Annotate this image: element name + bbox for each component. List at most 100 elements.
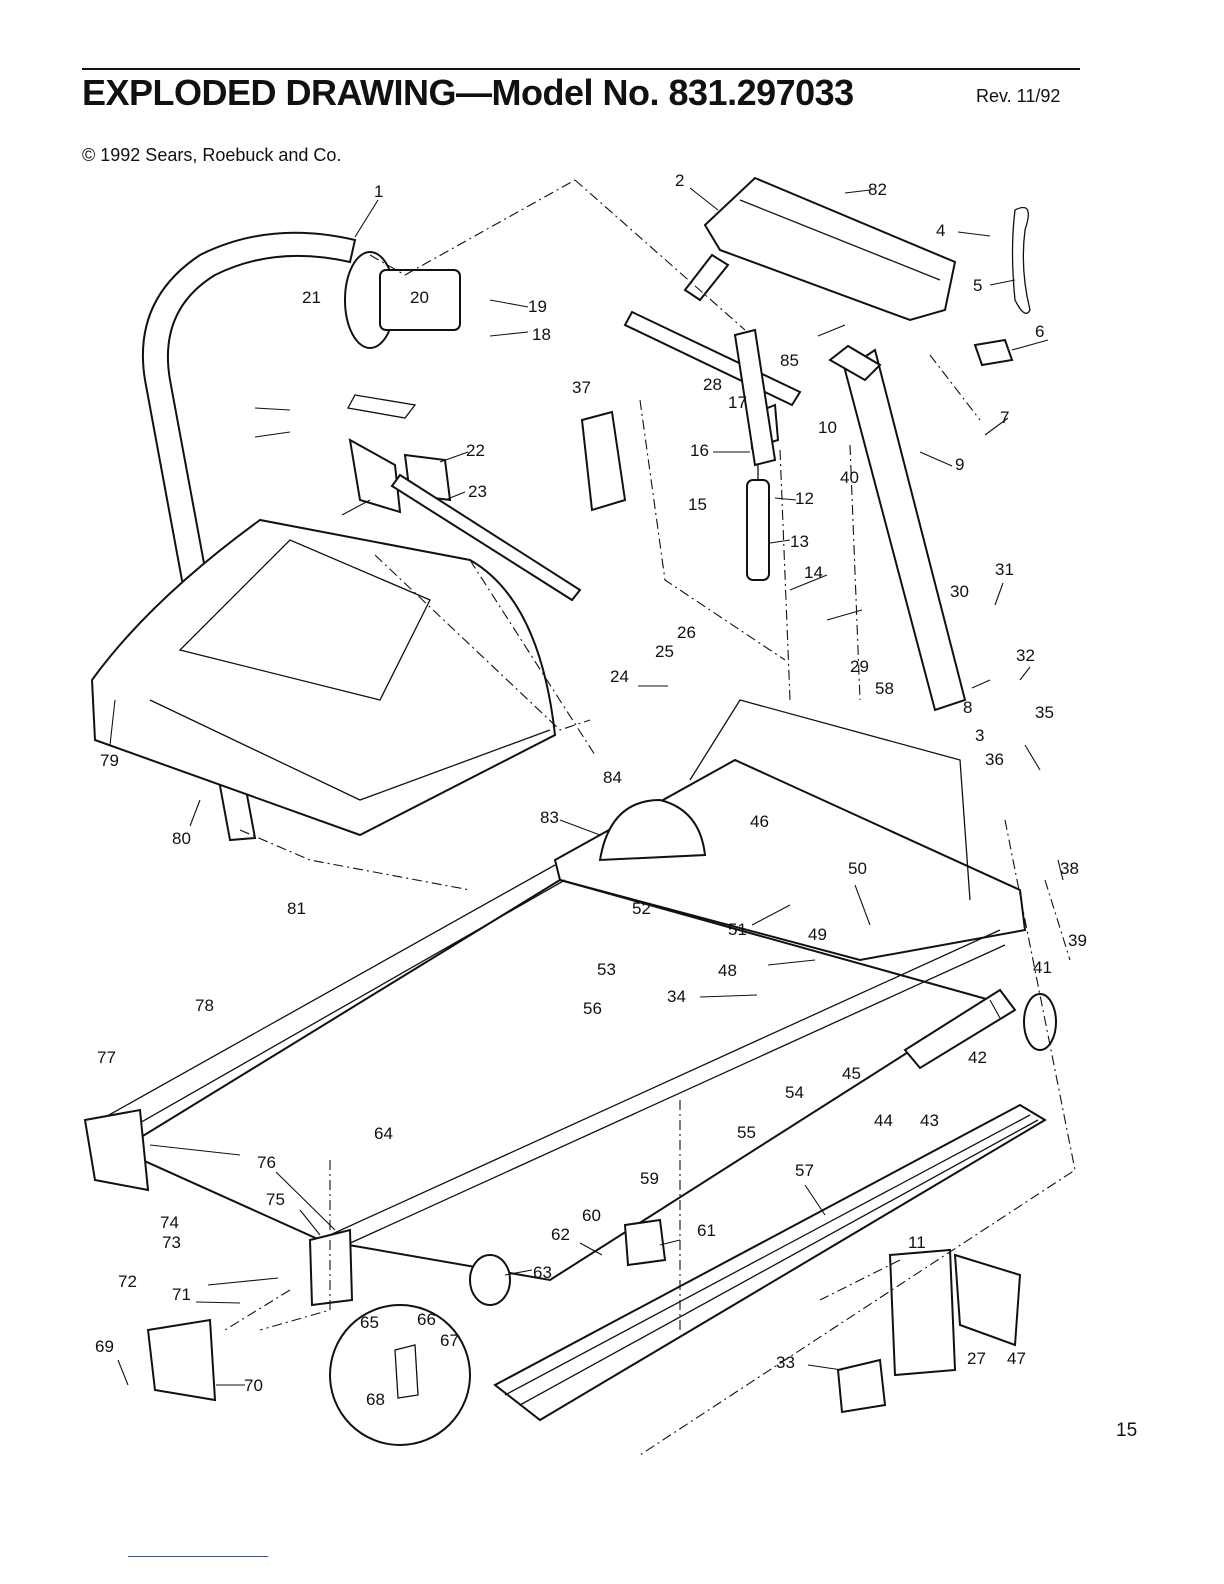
rear-roller-bracket [308,1228,354,1307]
callout-label: 4 [936,221,945,240]
motor-hood [90,518,557,837]
left-rail [99,864,556,1121]
callout-label: 41 [1033,958,1052,977]
circuit-board [953,1253,1022,1347]
callout-label: 6 [1035,322,1044,341]
belt-guide [623,1218,667,1267]
right-rail [329,929,1001,1236]
callout-label: 17 [728,393,747,412]
callout-label: 44 [874,1111,893,1130]
callout-label: 47 [1007,1349,1026,1368]
callout-label: 54 [785,1083,804,1102]
callout-label: 73 [162,1233,181,1252]
page-title: EXPLODED DRAWING—Model No. 831.297033 [82,72,854,113]
frame-rail [733,328,777,467]
drive-motor [379,269,461,331]
callout-label: 21 [302,288,321,307]
callout-label: 38 [1060,859,1079,878]
callout-label: 7 [1000,408,1009,427]
callout-label: 28 [703,375,722,394]
callout-label: 9 [955,455,964,474]
callout-label: 43 [920,1111,939,1130]
callout-label: 74 [160,1213,179,1232]
callout-label: 12 [795,489,814,508]
callout-label: 32 [1016,646,1035,665]
right-end-cap [146,1318,217,1402]
callout-label: 30 [950,582,969,601]
revision-label: Rev. 11/92 [976,86,1061,106]
transformer [836,1358,887,1414]
wheel [1023,993,1057,1051]
detail-inset [329,1304,471,1446]
callout-label: 63 [533,1263,552,1282]
callout-label: 49 [808,925,827,944]
bottom-link-underline [128,1556,268,1557]
callout-label: 40 [840,468,859,487]
callout-label: 46 [750,812,769,831]
callout-label: 60 [582,1206,601,1225]
callout-label: 37 [572,378,591,397]
callout-label: 81 [287,899,306,918]
callout-label: 72 [118,1272,137,1291]
callout-label: 35 [1035,703,1054,722]
callout-label: 29 [850,657,869,676]
callout-label: 83 [540,808,559,827]
handlebar [141,231,357,842]
console-bracket [683,253,730,302]
callout-label: 45 [842,1064,861,1083]
callout-label: 85 [780,351,799,370]
callout-label: 56 [583,999,602,1018]
callout-label: 36 [985,750,1004,769]
callout-label: 8 [963,698,972,717]
callout-label: 10 [818,418,837,437]
incline-cylinder [746,479,770,581]
controller-bracket [580,410,627,512]
console [703,176,957,322]
callout-label: 51 [728,920,747,939]
copyright-line: © 1992 Sears, Roebuck and Co. [82,145,342,165]
callout-label: 79 [100,751,119,770]
callout-label: 1 [374,182,383,201]
callout-label: 65 [360,1313,379,1332]
callout-label: 25 [655,642,674,661]
callout-label: 66 [417,1310,436,1329]
callout-label: 61 [697,1221,716,1240]
callout-label: 67 [440,1331,459,1350]
side-platform [493,1103,1047,1422]
callout-label: 69 [95,1337,114,1356]
callout-label: 15 [688,495,707,514]
motor-hood-top [178,539,431,701]
callout-label: 26 [677,623,696,642]
callout-label: 18 [532,325,551,344]
callout-label: 57 [795,1161,814,1180]
drive-pulley [598,798,707,862]
callout-label: 59 [640,1169,659,1188]
callout-label: 3 [975,726,984,745]
callout-label: 24 [610,667,629,686]
callout-label: 52 [632,899,651,918]
cover-plate [973,338,1014,367]
callout-label: 64 [374,1124,393,1143]
callout-label: 84 [603,768,622,787]
callout-label: 22 [466,441,485,460]
callout-label: 58 [875,679,894,698]
controller-board [888,1248,957,1377]
callout-label: 19 [528,297,547,316]
callout-label: 20 [410,288,429,307]
callout-label: 33 [776,1353,795,1372]
callout-label: 31 [995,560,1014,579]
callout-label: 77 [97,1048,116,1067]
motor-mount [348,438,402,514]
callout-label: 39 [1068,931,1087,950]
callout-label: 13 [790,532,809,551]
callout-label: 48 [718,961,737,980]
callout-label: 14 [804,563,823,582]
callout-label: 75 [266,1190,285,1209]
callout-label: 71 [172,1285,191,1304]
page-number: 15 [1116,1420,1138,1441]
callout-label: 80 [172,829,191,848]
callout-label: 53 [597,960,616,979]
callout-label: 62 [551,1225,570,1244]
callout-label: 68 [366,1390,385,1409]
